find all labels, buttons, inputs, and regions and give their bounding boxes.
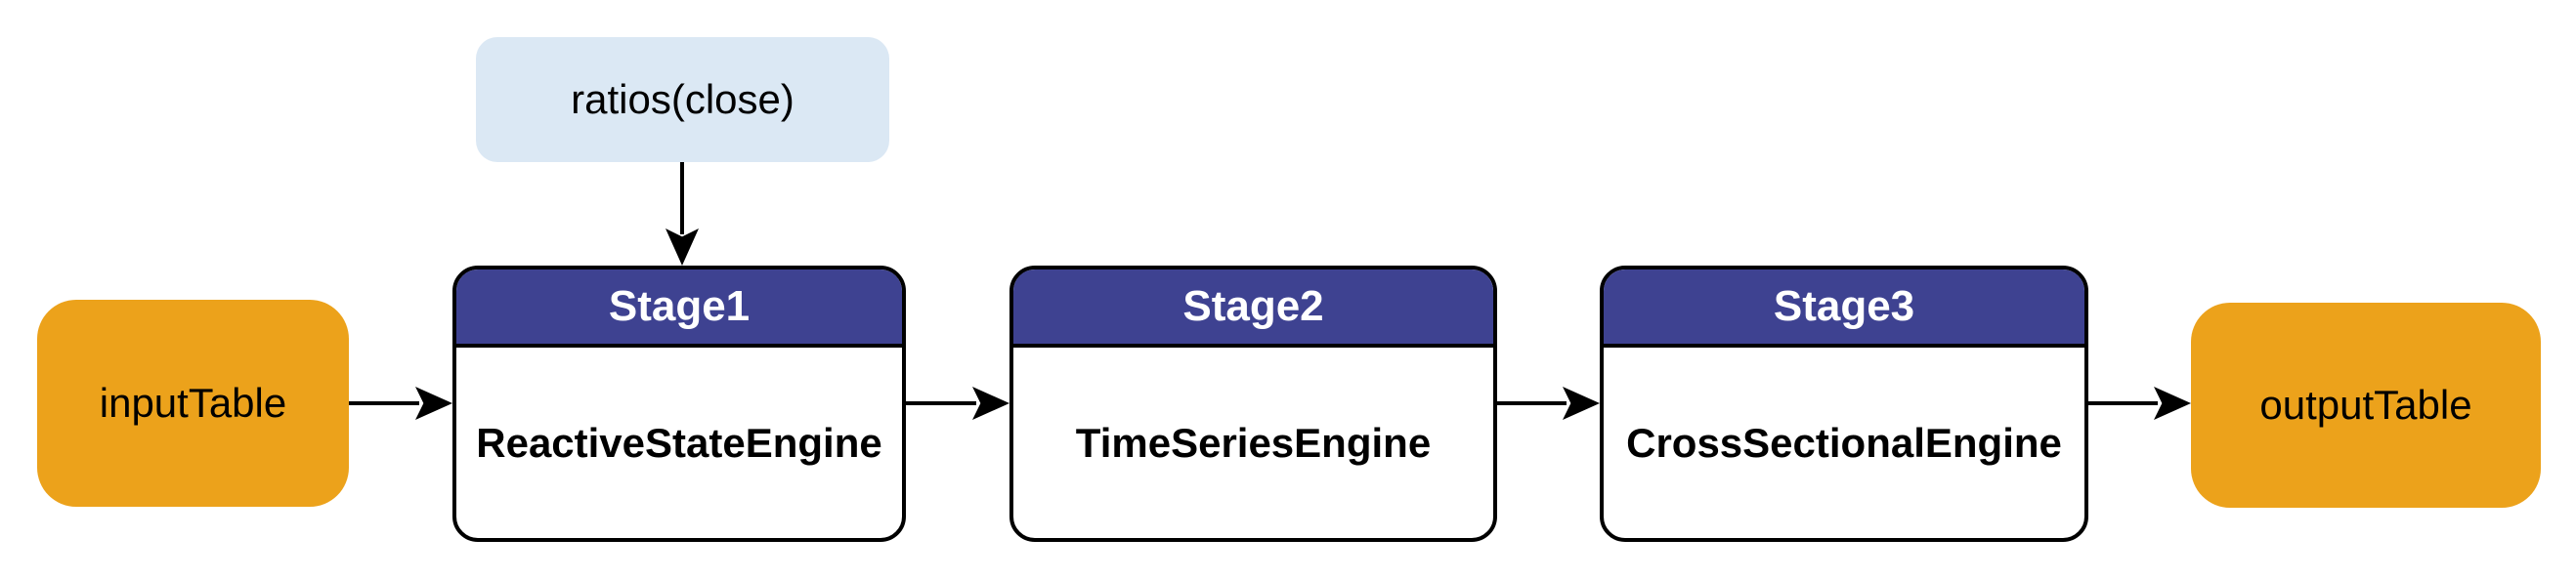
stage3-title: Stage3 (1773, 282, 1915, 330)
arrow-stage3-to-output-head (2154, 387, 2191, 420)
arrow-stage3-to-output-line (2088, 401, 2158, 405)
stage3-body: CrossSectionalEngine (1604, 348, 2084, 538)
input-table-node: inputTable (37, 300, 349, 507)
output-table-label: outputTable (2259, 382, 2472, 428)
stage2-body: TimeSeriesEngine (1013, 348, 1493, 538)
param-node-label: ratios(close) (571, 76, 794, 122)
stage1-header: Stage1 (456, 269, 902, 348)
stage3-header: Stage3 (1604, 269, 2084, 348)
arrow-stage2-to-stage3-line (1497, 401, 1567, 405)
stage3-box: Stage3 CrossSectionalEngine (1600, 266, 2088, 542)
stage2-box: Stage2 TimeSeriesEngine (1009, 266, 1497, 542)
stage2-title: Stage2 (1182, 282, 1324, 330)
arrow-input-to-stage1-head (415, 387, 452, 420)
param-node-ratios: ratios(close) (476, 37, 889, 162)
stage1-title: Stage1 (608, 282, 751, 330)
arrow-stage1-to-stage2-head (972, 387, 1009, 420)
input-table-label: inputTable (99, 380, 287, 426)
output-table-node: outputTable (2191, 303, 2541, 508)
arrow-stage1-to-stage2-line (906, 401, 976, 405)
stage2-engine-label: TimeSeriesEngine (1075, 419, 1432, 466)
arrow-stage2-to-stage3-head (1563, 387, 1600, 420)
stage1-box: Stage1 ReactiveStateEngine (452, 266, 906, 542)
stage1-body: ReactiveStateEngine (456, 348, 902, 538)
stage1-engine-label: ReactiveStateEngine (476, 419, 882, 466)
arrow-input-to-stage1-line (349, 401, 419, 405)
stage2-header: Stage2 (1013, 269, 1493, 348)
arrow-ratios-to-stage1-line (680, 162, 684, 234)
stage3-engine-label: CrossSectionalEngine (1626, 419, 2062, 466)
